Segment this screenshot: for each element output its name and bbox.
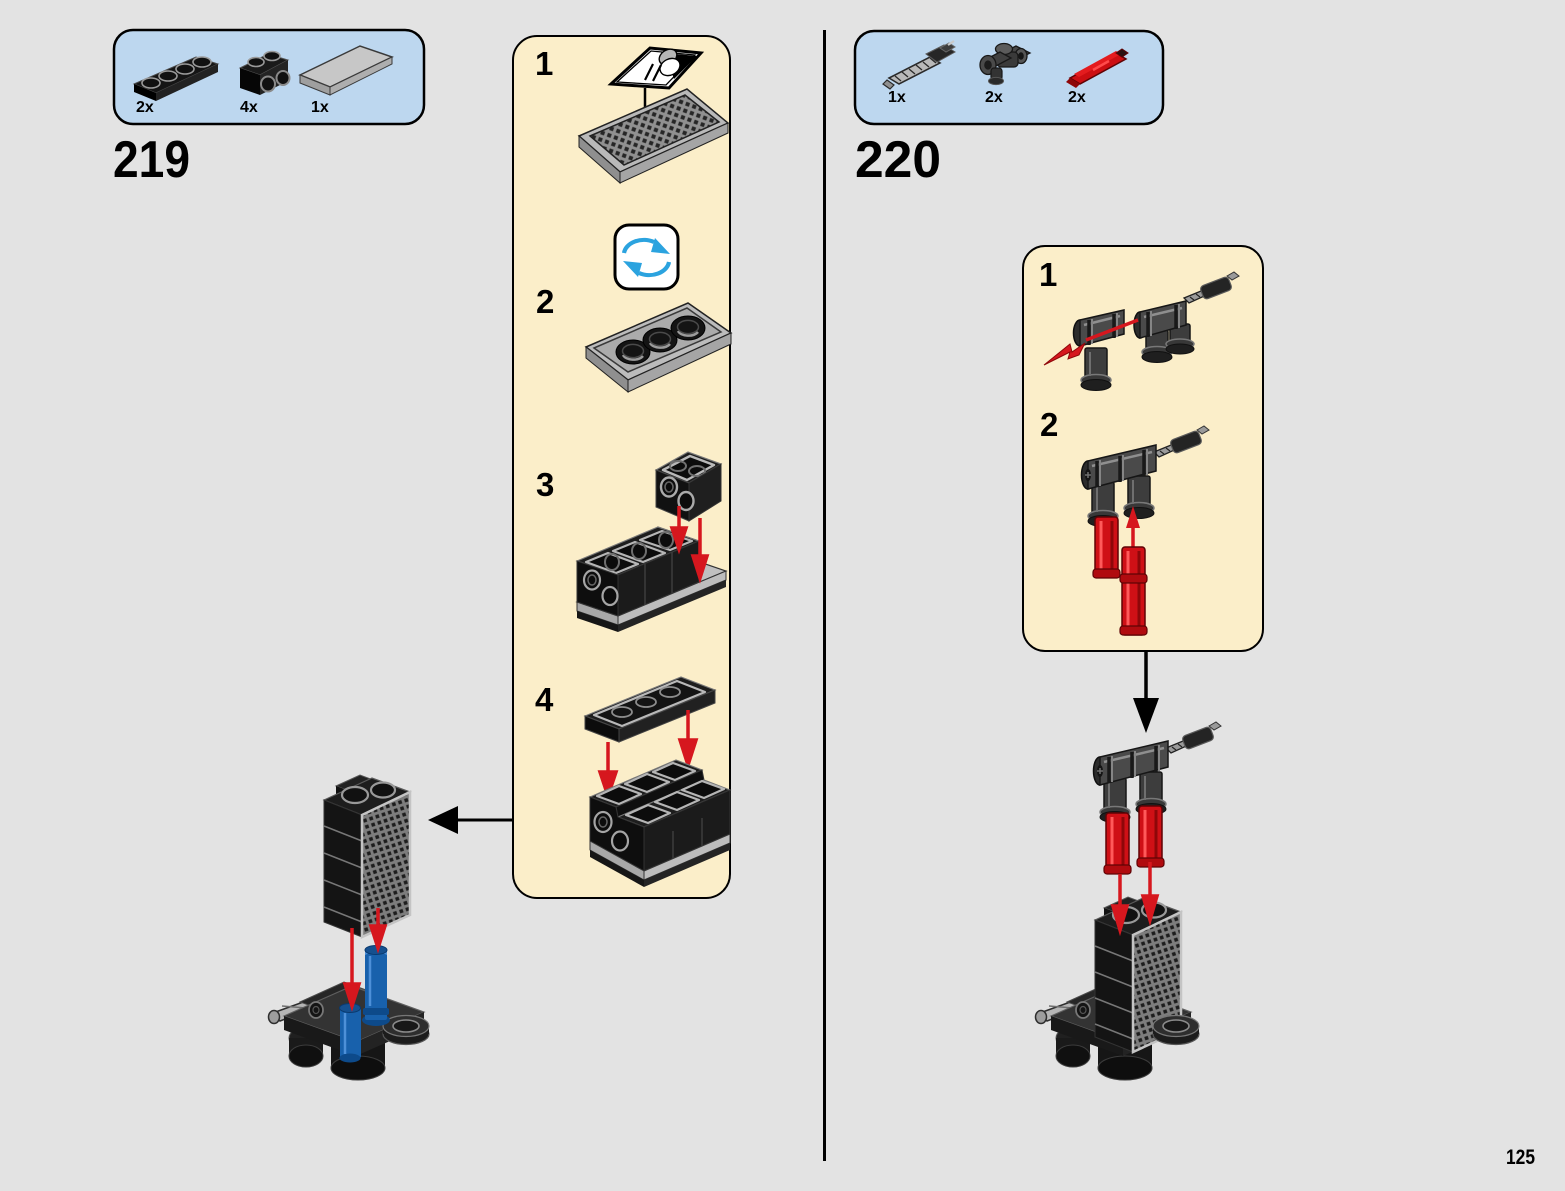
svg-text:1: 1 <box>535 45 553 82</box>
svg-text:4x: 4x <box>240 99 258 116</box>
svg-text:4: 4 <box>535 681 554 718</box>
svg-text:219: 219 <box>113 131 190 189</box>
svg-text:2x: 2x <box>136 99 154 116</box>
svg-text:1x: 1x <box>311 99 329 116</box>
svg-text:1: 1 <box>1039 256 1057 293</box>
svg-text:1x: 1x <box>888 89 906 106</box>
svg-text:3: 3 <box>536 466 554 503</box>
svg-text:2x: 2x <box>1068 89 1086 106</box>
svg-text:220: 220 <box>855 131 941 189</box>
svg-text:2: 2 <box>536 283 554 320</box>
svg-text:2x: 2x <box>985 89 1003 106</box>
svg-text:125: 125 <box>1506 1146 1535 1169</box>
svg-text:2: 2 <box>1040 406 1058 443</box>
